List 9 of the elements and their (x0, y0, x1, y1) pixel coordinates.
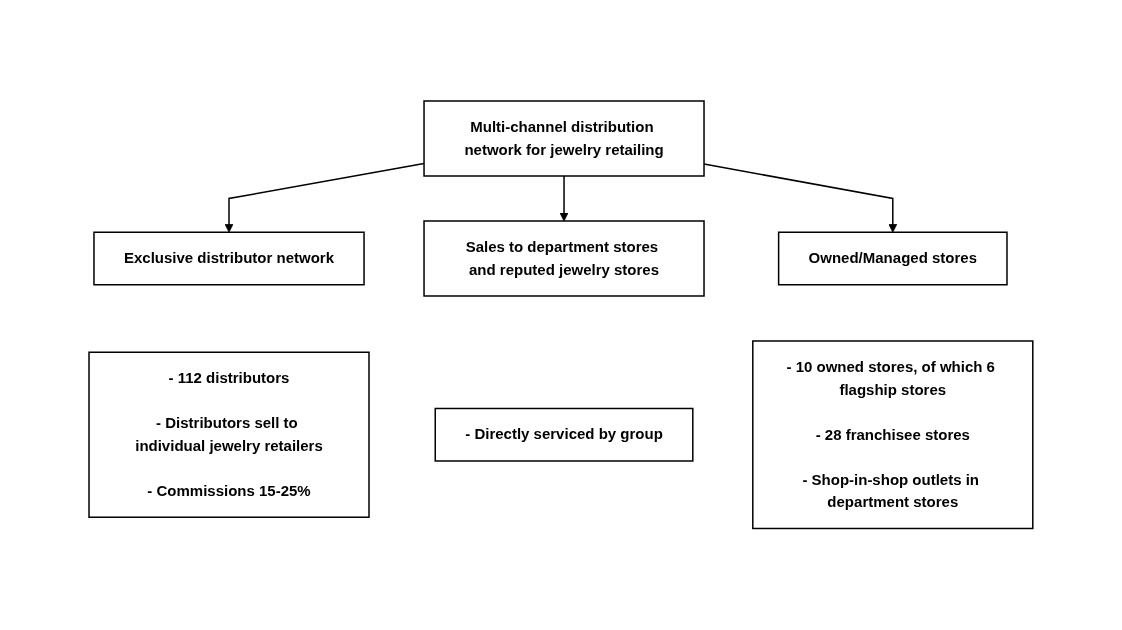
node-box: Multi-channel distribution network for jewelry retailing (423, 100, 705, 177)
node-box: Sales to department stores and reputed jewelry stores (423, 220, 705, 297)
node-box: - Directly serviced by group (434, 408, 694, 462)
node-box: Exclusive distributor network (93, 231, 365, 286)
arrow (224, 163, 425, 233)
node-box: Owned/Managed stores (777, 231, 1008, 286)
arrow (559, 175, 569, 222)
node-box: - 10 owned stores, of which 6 flagship stores - 28 franchisee stores - Shop-in-shop outlets in department stores (752, 340, 1034, 530)
node-box: - 112 distributors - Distributors sell to individual jewelry retailers - Commissions 15-25% (88, 351, 370, 519)
